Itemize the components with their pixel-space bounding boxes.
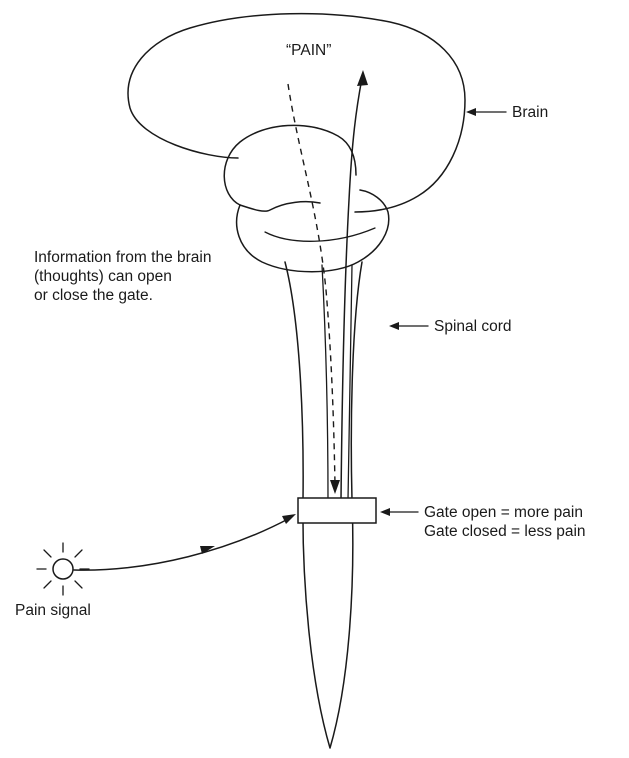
- ascending-arrow-head: [357, 70, 368, 86]
- pain-signal-path: [74, 518, 290, 570]
- gate-legend: Gate open = more pain Gate closed = less…: [424, 503, 586, 541]
- brain-info-line-1: Information from the brain: [34, 248, 211, 267]
- brain-pons-inner-line: [265, 228, 375, 241]
- brain-fold-line: [240, 202, 320, 212]
- pain-signal-circle: [53, 559, 73, 579]
- brain-pointer-head: [466, 108, 476, 116]
- gate-open-text: Gate open = more pain: [424, 503, 586, 522]
- gate-box: [298, 498, 376, 523]
- gate-pointer-head: [380, 508, 390, 516]
- descending-arrow-head: [330, 480, 340, 494]
- brain-label: Brain: [512, 103, 548, 122]
- brain-info-text: Information from the brain (thoughts) ca…: [34, 248, 211, 305]
- pain-signal-end-arrow: [282, 514, 296, 524]
- spinal-inner-line-left: [322, 265, 328, 500]
- pain-quote-label: “PAIN”: [286, 41, 331, 60]
- gate-closed-text: Gate closed = less pain: [424, 522, 586, 541]
- spinal-cord-pointer-head: [389, 322, 399, 330]
- spinal-cord-label: Spinal cord: [434, 317, 512, 336]
- pain-signal-label: Pain signal: [15, 601, 91, 620]
- brain-info-line-2: (thoughts) can open: [34, 267, 211, 286]
- brain-midbrain-outline: [224, 125, 356, 205]
- brain-info-line-3: or close the gate.: [34, 286, 211, 305]
